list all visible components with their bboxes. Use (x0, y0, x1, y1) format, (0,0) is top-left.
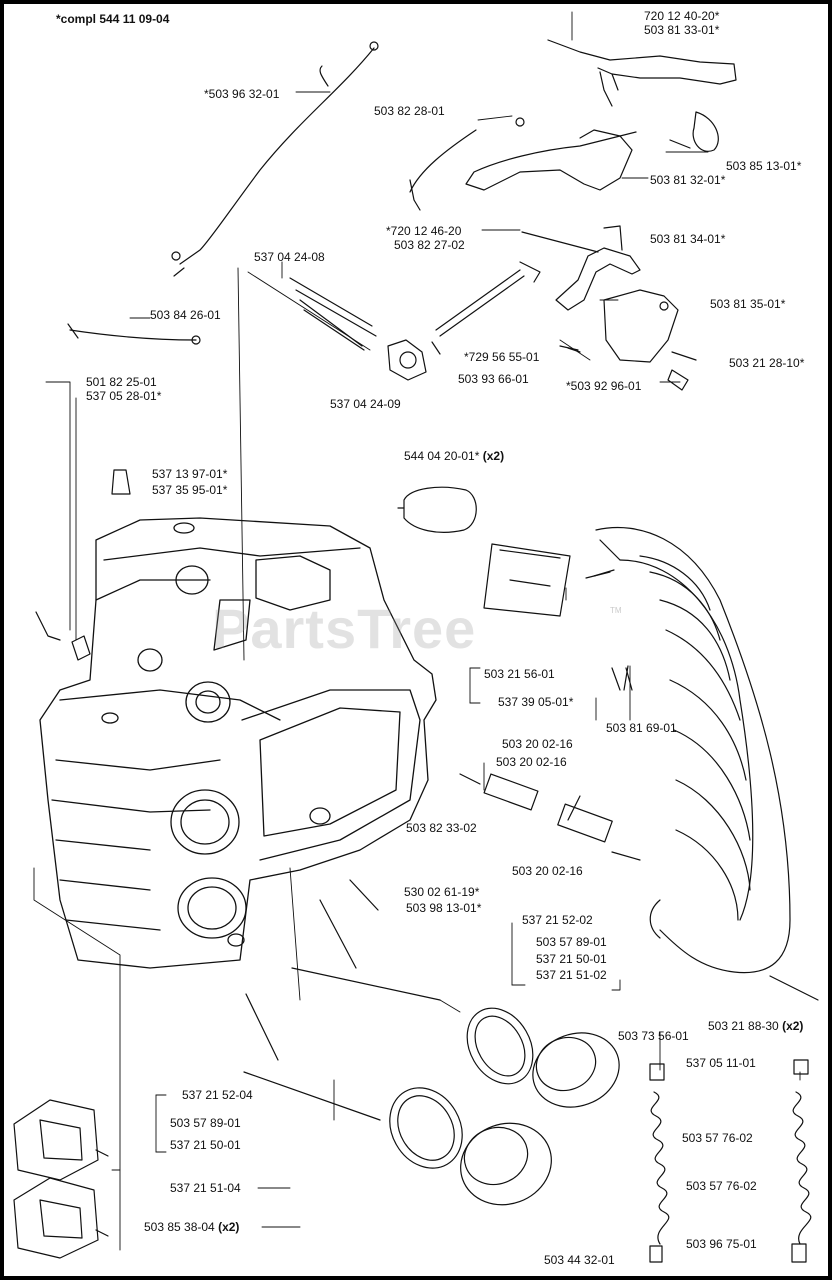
throttle-trigger-part (409, 117, 637, 211)
part-label: 537 39 05-01* (498, 695, 574, 709)
part-label: 503 84 26-01 (150, 308, 221, 322)
part-label-with-qty: 503 85 38-04 (x2) (144, 1220, 240, 1234)
part-label-with-qty: 544 04 20-01* (x2) (404, 449, 505, 463)
part-label: 720 12 40-20* (644, 9, 720, 23)
leader-lines (33, 11, 801, 1251)
fuel-filler-caps (243, 899, 620, 1206)
intake-hose-part (595, 526, 791, 974)
part-label: 537 05 28-01* (86, 389, 162, 403)
part-label: *729 56 55-01 (464, 350, 540, 364)
throttle-rod-parts (289, 261, 541, 381)
part-label: 503 57 76-02 (686, 1179, 757, 1193)
part-label: 503 81 69-01 (606, 721, 677, 735)
part-label: 503 44 32-01 (544, 1253, 615, 1267)
part-label: *503 92 96-01 (566, 379, 642, 393)
part-label: 503 57 89-01 (536, 935, 607, 949)
part-label: *503 96 32-01 (204, 87, 280, 101)
part-label: 537 04 24-08 (254, 250, 325, 264)
watermark-text: PartsTree (212, 597, 477, 660)
part-label: *720 12 46-20 (386, 224, 462, 238)
part-label: 537 21 52-04 (182, 1088, 253, 1102)
springs-parts (649, 1059, 812, 1263)
switch-bracket-part (521, 225, 697, 391)
part-label: 503 82 33-02 (406, 821, 477, 835)
part-label: 503 85 13-01* (726, 159, 802, 173)
ignition-wire-parts (67, 41, 379, 345)
part-label: 503 98 13-01* (406, 901, 482, 915)
part-label: 537 21 50-01 (536, 952, 607, 966)
part-label: 503 81 32-01* (650, 173, 726, 187)
part-label: 503 20 02-16 (512, 864, 583, 878)
part-label: 503 82 28-01 (374, 104, 445, 118)
part-label-with-qty: 503 21 88-30 (x2) (708, 1019, 804, 1033)
part-label: 503 93 66-01 (458, 372, 529, 386)
part-label: 530 02 61-19* (404, 885, 480, 899)
part-label: 503 81 34-01* (650, 232, 726, 246)
part-label: 503 81 33-01* (644, 23, 720, 37)
part-label: 503 57 89-01 (170, 1116, 241, 1130)
part-label: 503 20 02-16 (496, 755, 567, 769)
part-label: 537 35 95-01* (152, 483, 228, 497)
part-label: 503 96 75-01 (686, 1237, 757, 1251)
part-label: 503 57 76-02 (682, 1131, 753, 1145)
part-label: 537 21 52-02 (522, 913, 593, 927)
part-label: 503 21 56-01 (484, 667, 555, 681)
part-label: 537 04 24-09 (330, 397, 401, 411)
part-label: 503 81 35-01* (710, 297, 786, 311)
part-label: 537 05 11-01 (686, 1056, 756, 1070)
crankcase-housing (39, 517, 437, 969)
part-label: 537 13 97-01* (152, 467, 228, 481)
throttle-handle-part (547, 39, 737, 152)
part-label: 503 21 28-10* (729, 356, 805, 370)
anti-vibration-mounts (13, 1099, 109, 1259)
watermark-trademark: TM (610, 606, 622, 615)
part-label: 537 21 51-02 (536, 968, 607, 982)
part-label: 503 20 02-16 (502, 737, 573, 751)
part-label: 503 73 56-01 (618, 1029, 689, 1043)
part-label: 537 21 50-01 (170, 1138, 241, 1152)
part-label: 501 82 25-01 (86, 375, 157, 389)
diagram-sheet: *compl 544 11 09-04 (4, 4, 828, 1276)
screws-and-bolts (35, 345, 819, 1001)
part-label: 503 82 27-02 (394, 238, 465, 252)
part-label: 537 21 51-04 (170, 1181, 241, 1195)
assembly-header-label: *compl 544 11 09-04 (56, 12, 170, 26)
